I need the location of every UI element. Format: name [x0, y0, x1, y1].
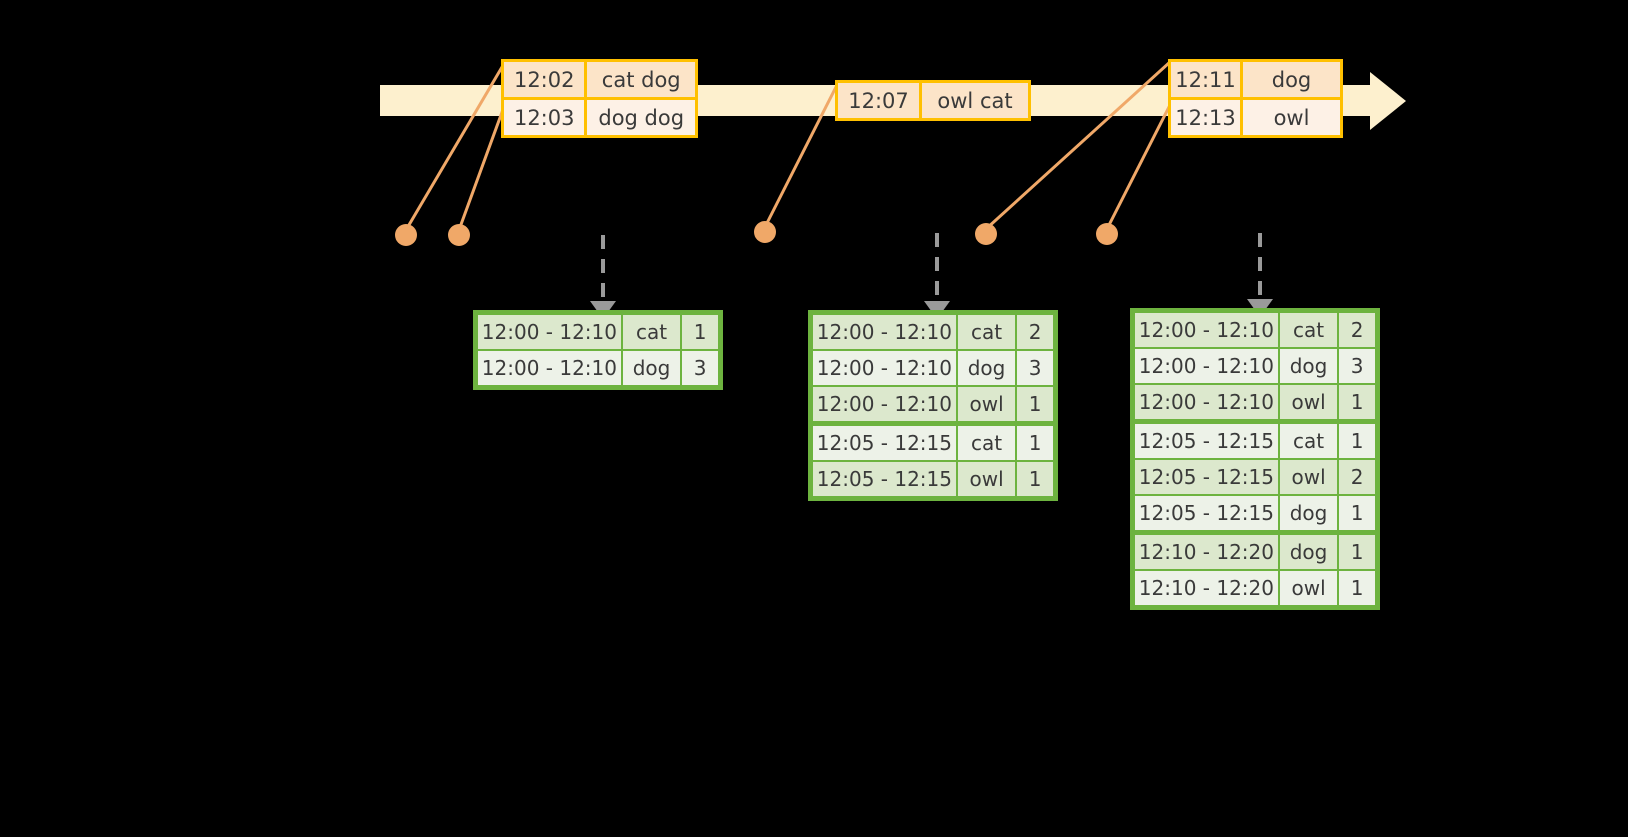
event-row: 12:11 dog [1171, 62, 1340, 97]
key-cell: dog [622, 351, 681, 385]
emit-arrow-2 [924, 233, 950, 319]
event-value: dog [1243, 62, 1340, 97]
window-cell: 12:10 - 12:20 [1135, 571, 1278, 605]
event-box-right[interactable]: 12:11 dog 12:13 owl [1168, 59, 1343, 138]
event-time: 12:03 [504, 100, 588, 135]
window-cell: 12:00 - 12:10 [1135, 313, 1278, 347]
window-cell: 12:00 - 12:10 [1135, 349, 1278, 383]
event-row: 12:07 owl cat [838, 83, 1028, 118]
window-cell: 12:00 - 12:10 [478, 351, 621, 385]
count-cell: 1 [1339, 496, 1376, 530]
event-time: 12:13 [1171, 100, 1243, 135]
event-box-middle[interactable]: 12:07 owl cat [835, 80, 1031, 121]
trigger-dot-5 [1096, 223, 1118, 245]
event-row: 12:03 dog dog [504, 97, 695, 135]
count-cell: 1 [1339, 385, 1376, 419]
key-cell: cat [622, 315, 681, 349]
window-cell: 12:05 - 12:15 [1135, 424, 1278, 458]
count-cell: 1 [1339, 424, 1376, 458]
window-cell: 12:05 - 12:15 [1135, 496, 1278, 530]
window-cell: 12:00 - 12:10 [813, 351, 956, 385]
arrow-shaft [935, 233, 939, 303]
key-cell: owl [1279, 571, 1338, 605]
event-time: 12:07 [838, 83, 922, 118]
event-row: 12:13 owl [1171, 97, 1340, 135]
count-cell: 1 [682, 315, 719, 349]
event-value: owl cat [922, 83, 1028, 118]
key-cell: cat [957, 426, 1016, 460]
count-cell: 1 [1339, 571, 1376, 605]
key-cell: owl [1279, 460, 1338, 494]
window-cell: 12:00 - 12:10 [813, 387, 956, 421]
count-cell: 1 [1017, 426, 1054, 460]
key-cell: dog [1279, 496, 1338, 530]
event-time: 12:02 [504, 62, 588, 97]
count-cell: 1 [1339, 535, 1376, 569]
count-cell: 3 [682, 351, 719, 385]
connector-line-5 [1105, 102, 1173, 230]
window-cell: 12:05 - 12:15 [813, 462, 956, 496]
event-row: 12:02 cat dog [504, 62, 695, 97]
emit-arrow-3 [1247, 233, 1273, 317]
key-cell: cat [1279, 424, 1338, 458]
arrow-shaft [1258, 233, 1262, 301]
trigger-dot-2 [448, 224, 470, 246]
key-cell: owl [957, 462, 1016, 496]
window-cell: 12:00 - 12:10 [478, 315, 621, 349]
count-cell: 3 [1017, 351, 1054, 385]
connector-line-2 [457, 103, 507, 231]
event-box-left[interactable]: 12:02 cat dog 12:03 dog dog [501, 59, 698, 138]
trigger-dot-1 [395, 224, 417, 246]
key-cell: owl [1279, 385, 1338, 419]
window-cell: 12:05 - 12:15 [813, 426, 956, 460]
count-cell: 2 [1017, 315, 1054, 349]
count-cell: 1 [1017, 387, 1054, 421]
event-value: dog dog [587, 100, 695, 135]
event-time: 12:11 [1171, 62, 1243, 97]
emit-arrow-1 [590, 235, 616, 319]
window-cell: 12:10 - 12:20 [1135, 535, 1278, 569]
timeline-arrowhead-icon [1370, 72, 1406, 130]
event-value: cat dog [587, 62, 695, 97]
key-cell: cat [957, 315, 1016, 349]
key-cell: owl [957, 387, 1016, 421]
window-cell: 12:00 - 12:10 [813, 315, 956, 349]
key-cell: dog [1279, 349, 1338, 383]
key-cell: dog [957, 351, 1016, 385]
count-cell: 1 [1017, 462, 1054, 496]
trigger-dot-4 [975, 223, 997, 245]
key-cell: dog [1279, 535, 1338, 569]
arrow-shaft [601, 235, 605, 303]
key-cell: cat [1279, 313, 1338, 347]
trigger-dot-3 [754, 221, 776, 243]
count-cell: 3 [1339, 349, 1376, 383]
window-cell: 12:05 - 12:15 [1135, 460, 1278, 494]
count-cell: 2 [1339, 313, 1376, 347]
count-cell: 2 [1339, 460, 1376, 494]
event-value: owl [1243, 100, 1340, 135]
window-cell: 12:00 - 12:10 [1135, 385, 1278, 419]
